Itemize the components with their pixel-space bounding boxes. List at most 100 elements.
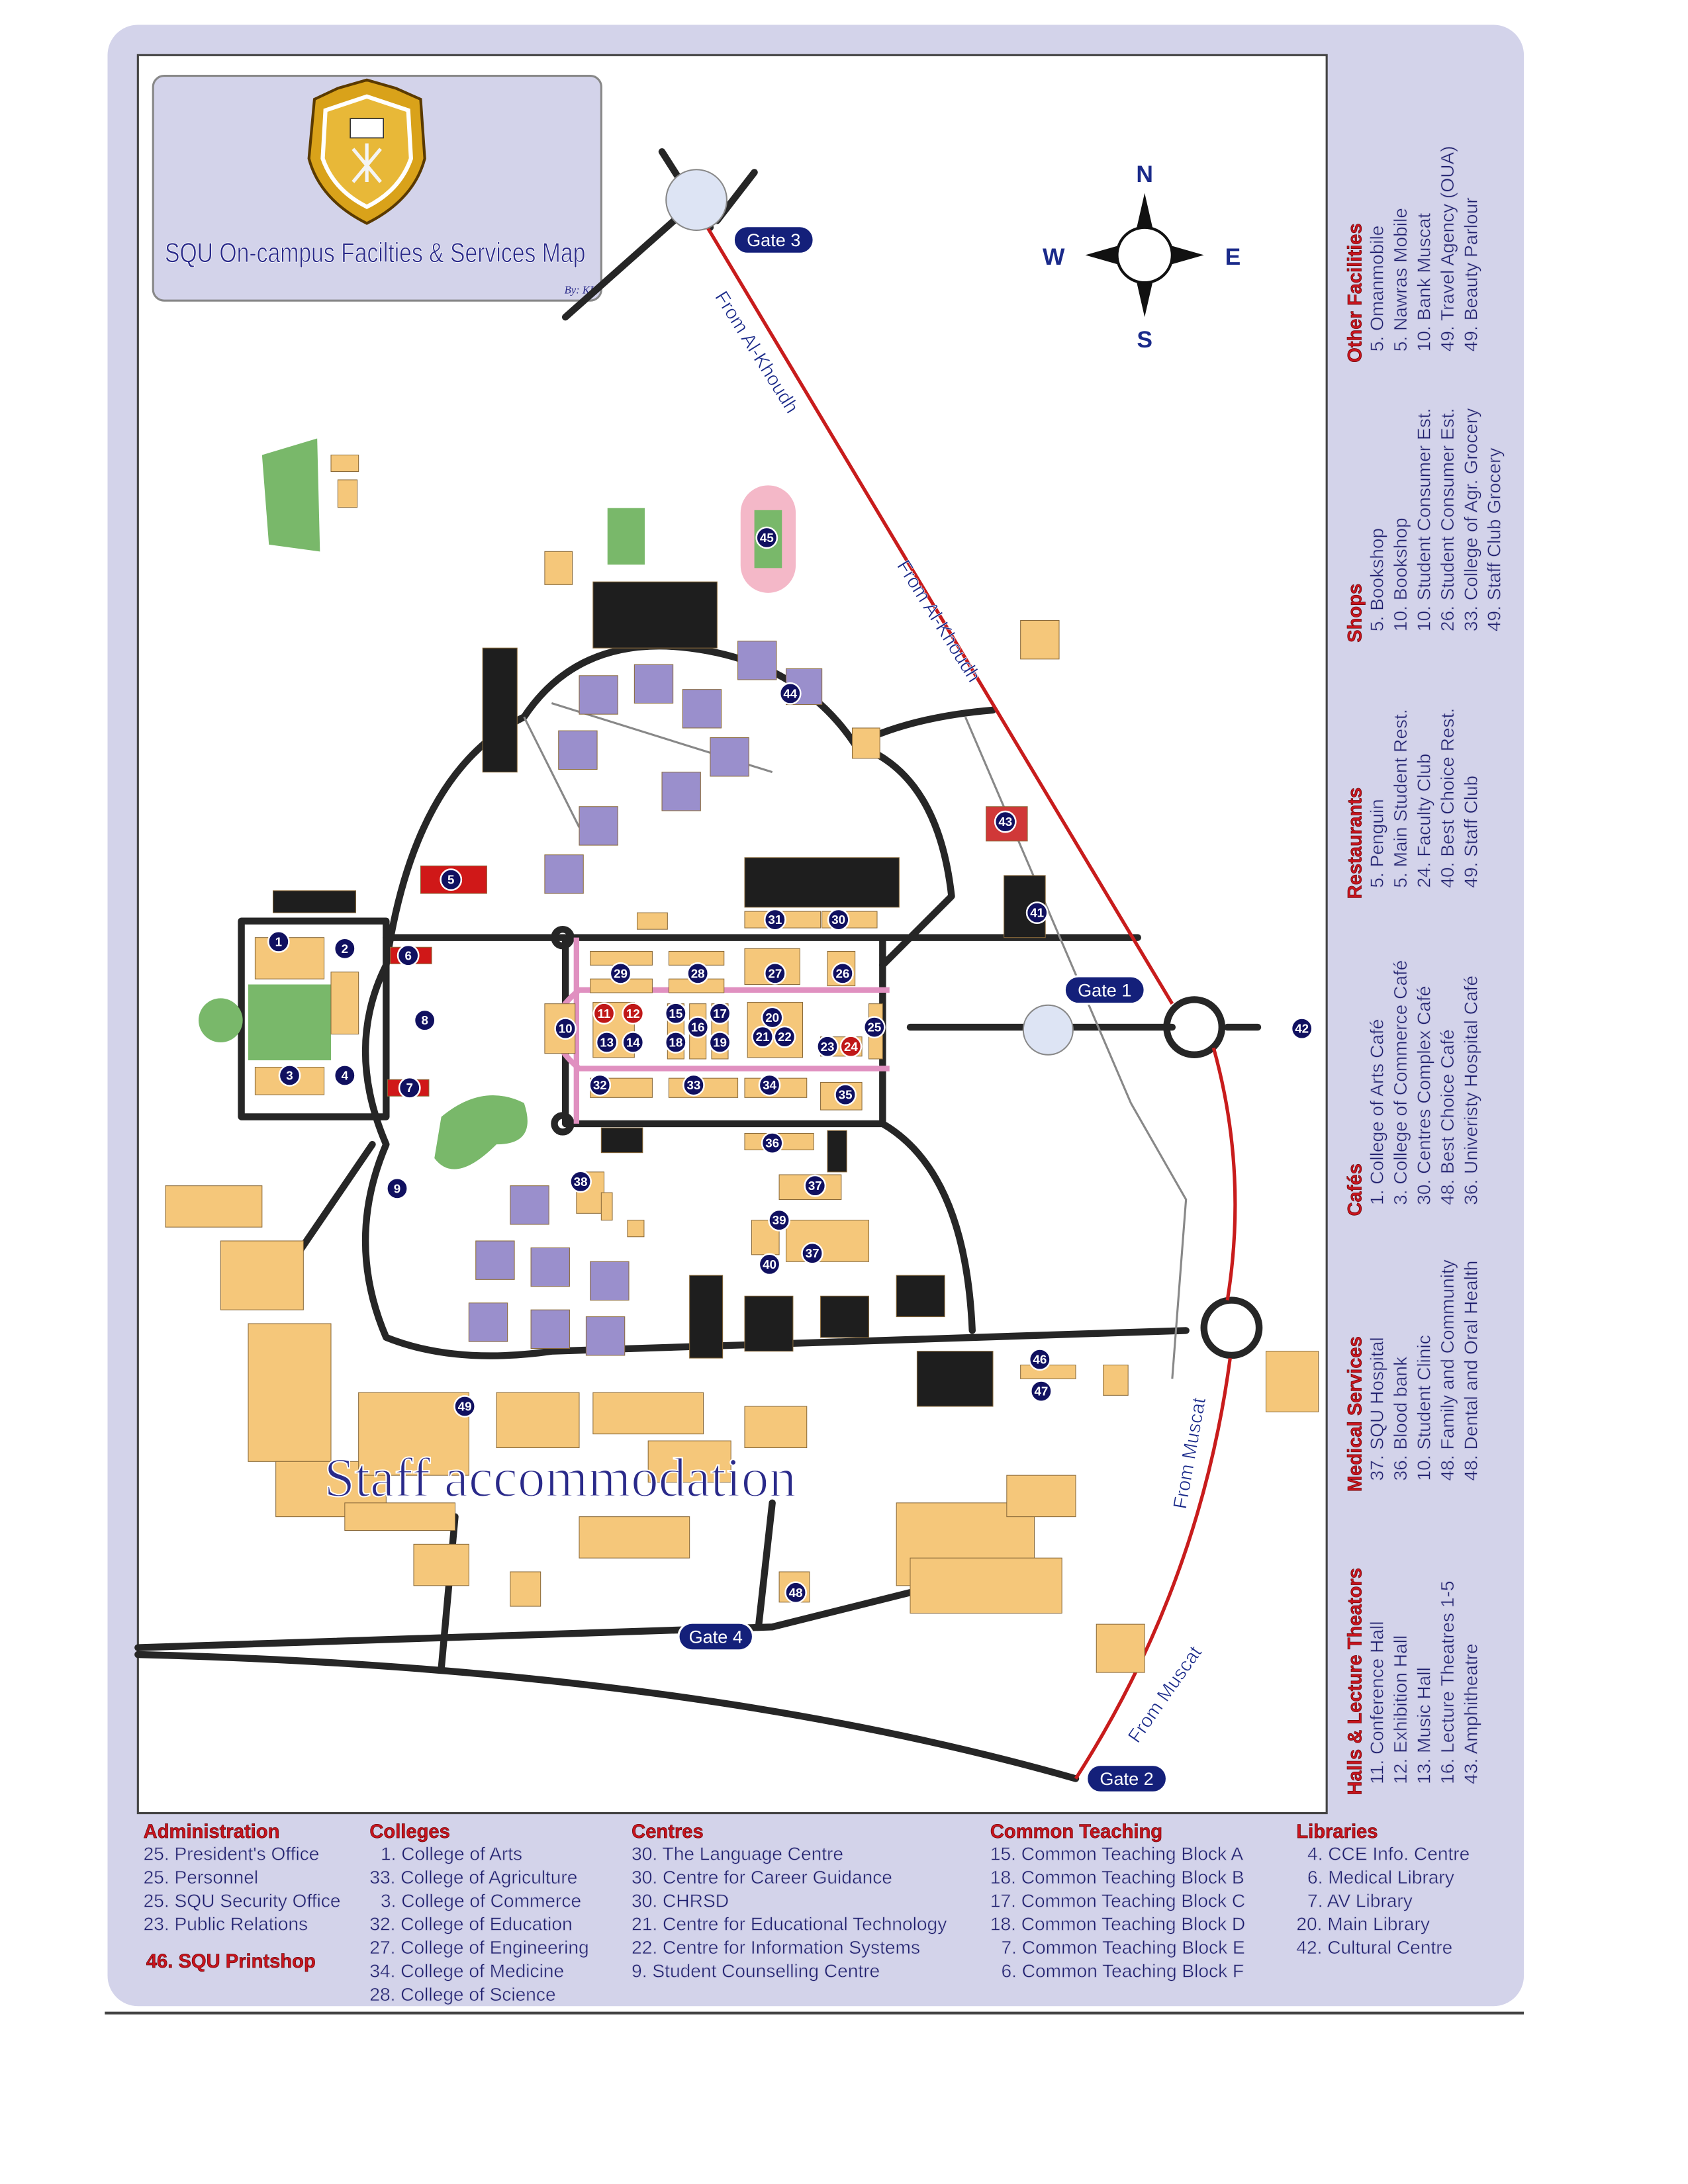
gate-3-badge[interactable] [732,225,815,255]
location-marker[interactable]: 45 [755,526,778,549]
marker-dot[interactable] [708,1002,731,1025]
marker-dot[interactable] [592,1002,616,1025]
marker-dot[interactable] [863,1016,886,1038]
location-marker[interactable]: 7 [398,1076,421,1099]
location-marker[interactable]: 38 [569,1170,592,1193]
marker-dot[interactable] [664,1002,687,1025]
marker-dot[interactable] [554,1017,577,1040]
location-marker[interactable]: 12 [622,1002,645,1025]
marker-dot[interactable] [413,1009,436,1032]
location-marker[interactable]: 4 [333,1064,356,1087]
location-marker[interactable]: 49 [453,1395,476,1418]
location-marker[interactable]: 26 [831,962,854,985]
marker-dot[interactable] [398,1076,421,1099]
location-marker[interactable]: 37 [804,1174,827,1197]
marker-dot[interactable] [682,1073,705,1097]
marker-dot[interactable] [686,962,710,985]
location-marker[interactable]: 33 [682,1073,705,1097]
marker-dot[interactable] [595,1031,618,1054]
marker-dot[interactable] [768,1208,790,1232]
location-marker[interactable]: 29 [609,962,632,985]
gate-4[interactable]: Gate 4 [677,1621,755,1652]
location-marker[interactable]: 19 [708,1031,731,1054]
marker-dot[interactable] [751,1025,774,1048]
marker-dot[interactable] [569,1170,592,1193]
marker-dot[interactable] [1025,901,1049,925]
location-marker[interactable]: 22 [773,1025,796,1048]
marker-dot[interactable] [622,1031,645,1054]
location-marker[interactable]: 10 [554,1017,577,1040]
location-marker[interactable]: 21 [751,1025,774,1048]
location-marker[interactable]: 20 [761,1006,784,1029]
location-marker[interactable]: 18 [664,1031,687,1054]
marker-dot[interactable] [267,931,290,953]
marker-dot[interactable] [1030,1380,1053,1402]
marker-dot[interactable] [778,682,802,705]
location-marker[interactable]: 46 [1028,1348,1051,1371]
location-marker[interactable]: 17 [708,1002,731,1025]
location-marker[interactable]: 34 [758,1073,781,1097]
location-marker[interactable]: 25 [863,1016,886,1038]
marker-dot[interactable] [834,1083,857,1107]
location-marker[interactable]: 23 [816,1035,839,1058]
location-marker[interactable]: 48 [784,1581,807,1604]
marker-dot[interactable] [761,1006,784,1029]
marker-dot[interactable] [827,908,850,931]
gate-1-badge[interactable] [1063,975,1146,1005]
location-marker[interactable]: 14 [622,1031,645,1054]
location-marker[interactable]: 32 [588,1073,612,1097]
location-marker[interactable]: 13 [595,1031,618,1054]
marker-dot[interactable] [278,1064,301,1087]
location-marker[interactable]: 43 [994,810,1017,833]
location-marker[interactable]: 30 [827,908,850,931]
location-marker[interactable]: 44 [778,682,802,705]
location-marker[interactable]: 8 [413,1009,436,1032]
location-marker[interactable]: 16 [686,1016,710,1038]
marker-dot[interactable] [763,962,786,985]
marker-dot[interactable] [397,944,420,967]
marker-dot[interactable] [758,1253,781,1276]
gate-1[interactable]: Gate 1 [1063,975,1146,1005]
location-marker[interactable]: 47 [1030,1380,1053,1402]
location-marker[interactable]: 6 [397,944,420,967]
marker-dot[interactable] [758,1073,781,1097]
location-marker[interactable]: 31 [763,908,786,931]
marker-dot[interactable] [804,1174,827,1197]
marker-dot[interactable] [761,1132,784,1154]
location-marker[interactable]: 1 [267,931,290,953]
location-marker[interactable]: 27 [763,962,786,985]
marker-dot[interactable] [664,1031,687,1054]
marker-dot[interactable] [686,1016,710,1038]
marker-dot[interactable] [453,1395,476,1418]
location-marker[interactable]: 5 [440,868,463,891]
marker-dot[interactable] [386,1177,408,1200]
marker-dot[interactable] [784,1581,807,1604]
gate-2-badge[interactable] [1086,1764,1168,1794]
location-marker[interactable]: 37 [801,1242,823,1265]
marker-dot[interactable] [763,908,786,931]
marker-dot[interactable] [839,1035,863,1058]
location-marker[interactable]: 15 [664,1002,687,1025]
location-marker[interactable]: 3 [278,1064,301,1087]
marker-dot[interactable] [708,1031,731,1054]
marker-dot[interactable] [773,1025,796,1048]
marker-dot[interactable] [333,1064,356,1087]
location-marker[interactable]: 39 [768,1208,790,1232]
gate-2[interactable]: Gate 2 [1086,1764,1168,1794]
marker-dot[interactable] [588,1073,612,1097]
location-marker[interactable]: 42 [1290,1017,1313,1040]
location-marker[interactable]: 11 [592,1002,616,1025]
marker-dot[interactable] [333,937,356,960]
marker-dot[interactable] [440,868,463,891]
location-marker[interactable]: 24 [839,1035,863,1058]
marker-dot[interactable] [622,1002,645,1025]
location-marker[interactable]: 35 [834,1083,857,1107]
location-marker[interactable]: 28 [686,962,710,985]
gate-3[interactable]: Gate 3 [732,225,815,255]
marker-dot[interactable] [801,1242,823,1265]
gate-4-badge[interactable] [677,1621,755,1652]
marker-dot[interactable] [994,810,1017,833]
location-marker[interactable]: 40 [758,1253,781,1276]
location-marker[interactable]: 41 [1025,901,1049,925]
marker-dot[interactable] [609,962,632,985]
